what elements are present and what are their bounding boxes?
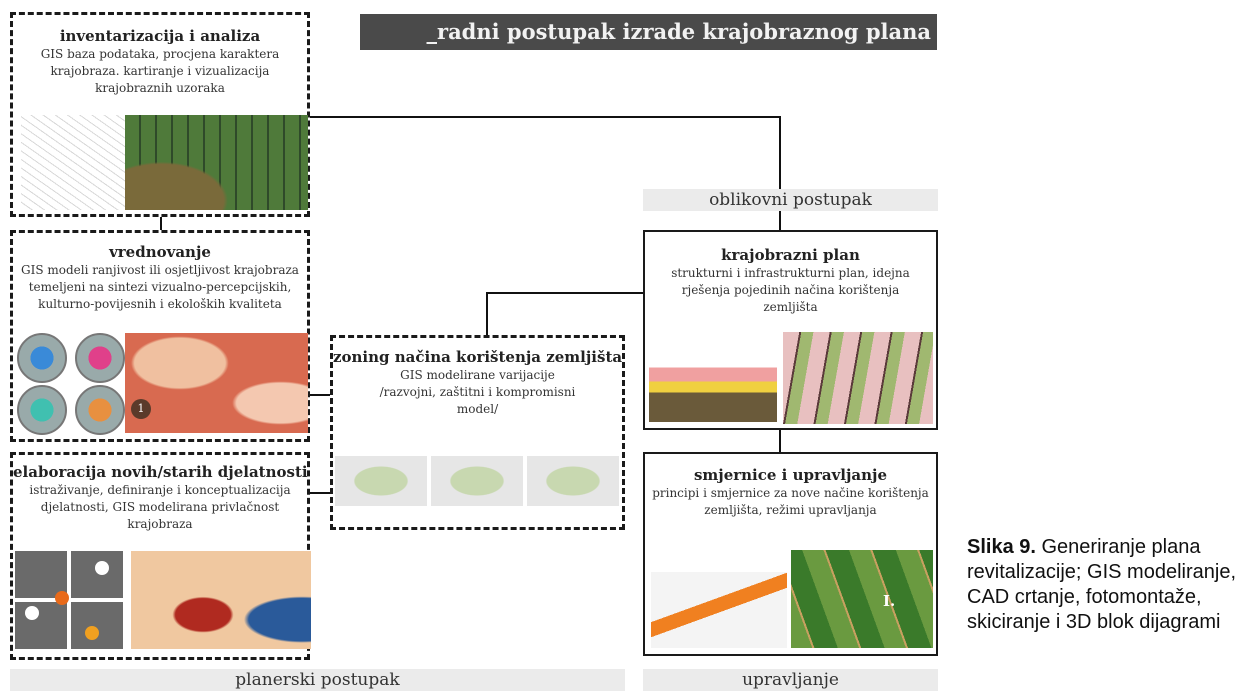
box-title: vrednovanje [109,243,211,261]
management-map-image: I. [791,550,933,648]
gis-model-thumbnail [17,385,67,435]
caption-text: Generiranje plana revitalizacije; GIS mo… [967,536,1236,633]
box-smjernice: smjernice i upravljanje principi i smjer… [643,452,938,656]
connector-line [486,292,488,335]
caption-label: Slika 9. [967,536,1036,558]
zoning-model-compromise-image [527,456,619,506]
phase-label-planerski: planerski postupak [10,669,625,691]
figure-caption: Slika 9. Generiranje plana revitalizacij… [967,535,1237,635]
diagram-title: _radni postupak izrade krajobraznog plan… [360,14,937,50]
box-krajobrazni-plan: krajobrazni plan strukturni i infrastruk… [643,230,938,430]
box-description: istraživanje, definiranje i konceptualiz… [29,483,291,531]
box-zoning: zoning načina korištenja zemljišta GIS m… [330,335,625,530]
block-diagram-sketch-image [651,572,787,648]
connector-line [779,116,781,230]
box-elaboracija: elaboracija novih/starih djelatnosti ist… [10,452,311,660]
connector-line [308,394,332,396]
box-title: smjernice i upravljanje [693,466,888,484]
poi-icon [85,626,99,640]
zoning-model-development-image [335,456,427,506]
box-inventarizacija: inventarizacija i analiza GIS baza podat… [10,12,310,217]
box-title: elaboracija novih/starih djelatnosti [13,463,308,481]
land-use-plan-image [783,332,933,424]
poi-icon [55,591,69,605]
zoning-model-protection-image [431,456,523,506]
box-title: zoning načina korištenja zemljišta [333,348,623,366]
attractiveness-map-image [131,551,311,649]
poi-icon [95,561,109,575]
connector-line [160,214,162,232]
box-title: krajobrazni plan [721,246,860,264]
connector-line [486,292,643,294]
vulnerability-map-image: 1 [125,333,308,433]
landscape-pattern-map-image [125,115,308,210]
structural-plan-layers-image [649,344,777,422]
poi-icon [25,606,39,620]
box-description: strukturni i infrastrukturni plan, idejn… [671,266,910,314]
box-vrednovanje: vrednovanje GIS modeli ranjivost ili osj… [10,230,310,442]
gis-model-thumbnail [75,385,125,435]
phase-label-oblikovni: oblikovni postupak [643,189,938,211]
box-description: GIS baza podataka, procjena karaktera kr… [40,47,280,95]
axonometric-sketch-image [21,115,131,210]
box-description: GIS modelirane varijacije /razvojni, zaš… [379,368,576,416]
box-description: principi i smjernice za nove načine kori… [652,486,929,517]
gis-model-thumbnail [17,333,67,383]
box-title: inventarizacija i analiza [59,27,261,45]
phase-label-upravljanje: upravljanje [643,669,938,691]
map-marker: 1 [131,399,151,419]
connector-line [779,430,781,452]
connector-line [308,116,781,118]
zone-marker: I. [883,592,896,610]
connector-line [308,492,332,494]
gis-model-thumbnail [75,333,125,383]
attractiveness-photo-image [15,551,123,649]
box-description: GIS modeli ranjivost ili osjetljivost kr… [21,263,299,311]
